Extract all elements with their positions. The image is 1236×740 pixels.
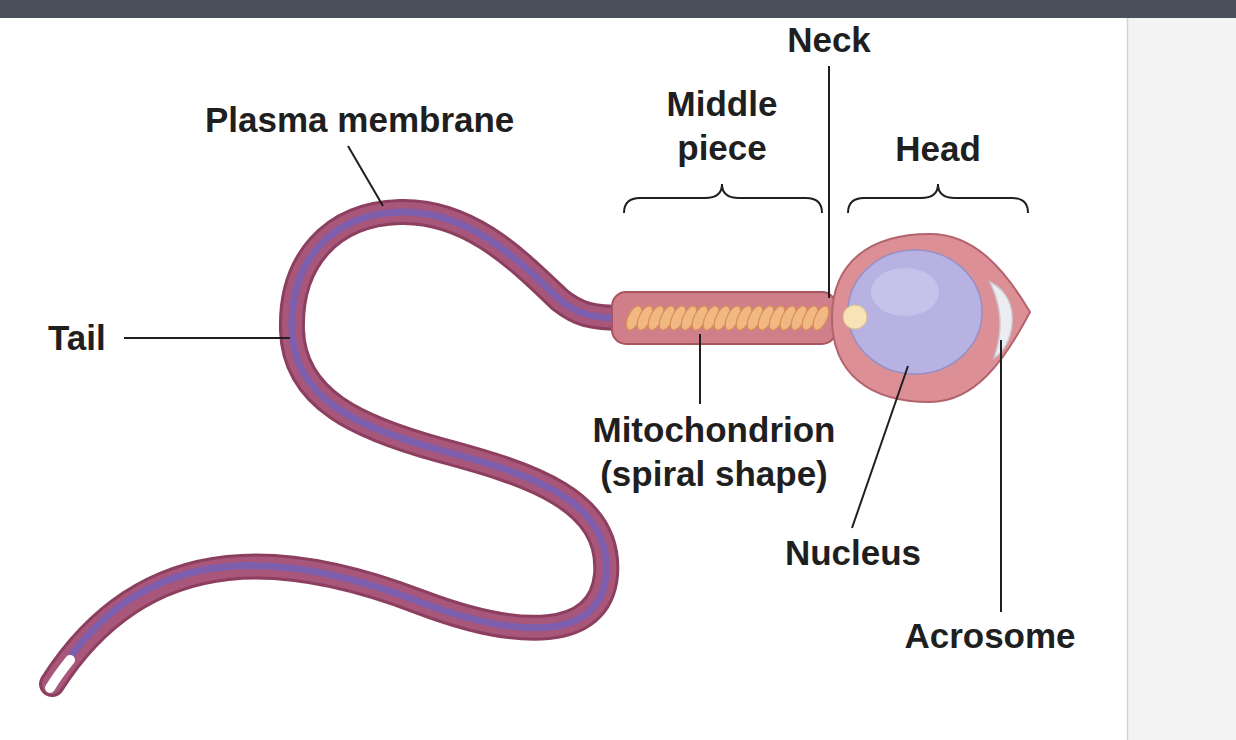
nucleus xyxy=(848,250,982,374)
part-label: Middle piece xyxy=(642,82,802,170)
part-label: Nucleus xyxy=(785,531,921,575)
leader-line xyxy=(852,366,908,528)
leader-line xyxy=(1000,340,1002,612)
part-label: Mitochondrion (spiral shape) xyxy=(578,408,850,496)
mitochondrion-spiral xyxy=(623,304,832,333)
nucleus-highlight xyxy=(871,268,939,316)
leader-line xyxy=(828,66,830,298)
part-label: Acrosome xyxy=(904,614,1075,658)
part-label: Plasma membrane xyxy=(205,98,514,142)
top-bar xyxy=(0,0,1236,18)
centriole xyxy=(843,305,867,329)
bracket xyxy=(624,184,822,213)
tail-flagellum xyxy=(50,212,625,688)
part-label: Head xyxy=(895,127,981,171)
leader-line xyxy=(699,334,701,404)
bracket xyxy=(848,184,1028,213)
side-panel xyxy=(1128,18,1236,740)
middle-piece xyxy=(612,292,836,344)
leader-line xyxy=(124,337,290,339)
part-label: Neck xyxy=(787,18,871,62)
panel-border xyxy=(1127,18,1129,740)
part-label: Tail xyxy=(48,316,106,360)
leader-line xyxy=(348,146,383,206)
